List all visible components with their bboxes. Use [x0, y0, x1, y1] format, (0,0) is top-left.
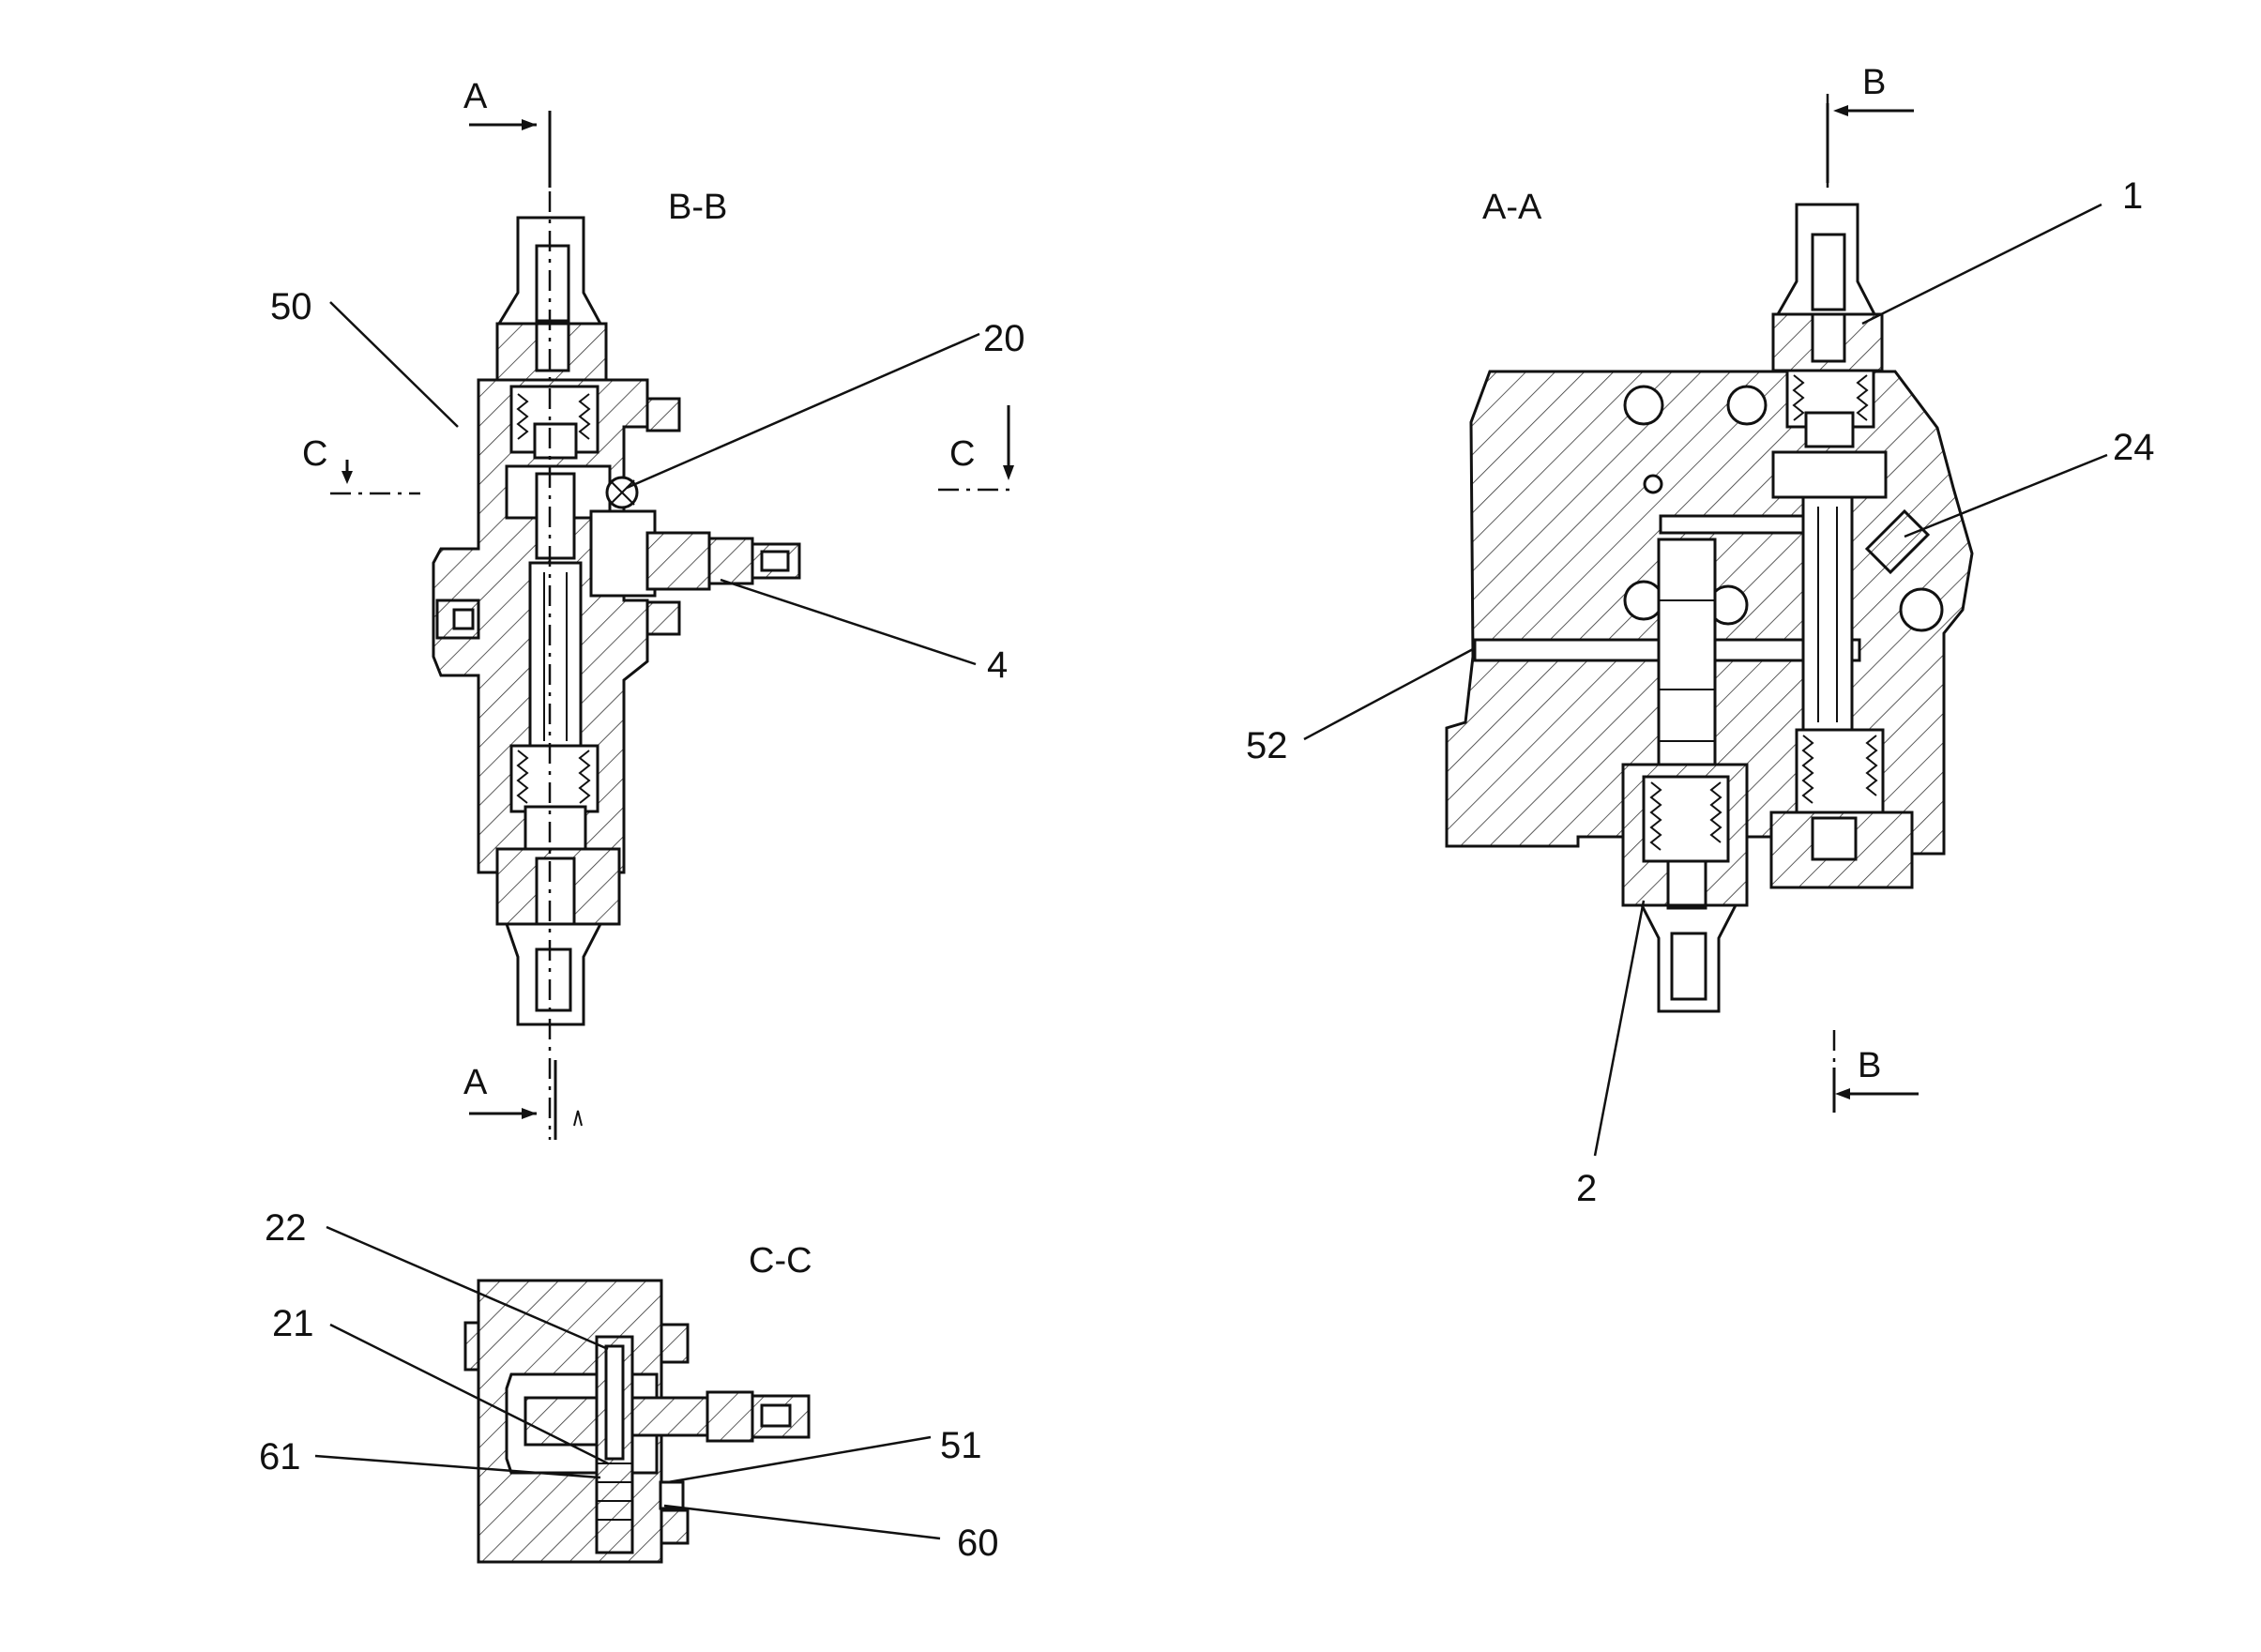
bb-upper-right-plug: [645, 397, 681, 432]
bb-spool-upper: [535, 472, 576, 560]
callout-2: 2: [1576, 1168, 1597, 1209]
aa-port-3: [1623, 580, 1664, 621]
section-a-bottom-label: A: [463, 1063, 488, 1102]
view-aa: A-A: [1246, 63, 2155, 1209]
view-bb: B-B: [270, 77, 1025, 1140]
callout-61: 61: [259, 1436, 301, 1478]
bb-lower-right-plug: [645, 600, 681, 636]
section-a-top-label: A: [463, 77, 488, 116]
callout-50: 50: [270, 286, 312, 327]
cc-right-lug-top: [660, 1323, 690, 1364]
bb-right-fitting: [645, 531, 711, 591]
callout-22: 22: [265, 1207, 307, 1249]
callout-60: 60: [957, 1523, 999, 1564]
section-b-top-label: B: [1862, 63, 1886, 102]
bb-central-bore: [528, 561, 583, 752]
cc-small-fitting: [659, 1480, 685, 1510]
view-bb-title: B-B: [668, 188, 727, 227]
callout-1: 1: [2122, 175, 2143, 217]
aa-bottom-stud-outline: [1639, 903, 1738, 1013]
callout-51: 51: [940, 1425, 982, 1466]
bb-right-chamber: [589, 509, 657, 598]
view-cc: C-C 22 21 61 51 60: [259, 1207, 999, 1564]
section-c-right-label: C: [949, 434, 975, 474]
cc-left-lug: [463, 1321, 480, 1372]
bb-bottom-stud: [535, 947, 572, 1012]
view-cc-title: C-C: [749, 1241, 812, 1281]
aa-port-1: [1623, 385, 1664, 426]
aa-port-2: [1726, 385, 1768, 426]
aa-bottom-stud: [1670, 932, 1707, 1001]
section-c-left-label: C: [302, 434, 327, 474]
bb-bottom-stud-outline: [504, 922, 603, 1026]
callout-20: 20: [983, 318, 1025, 359]
section-b-bottom-label: B: [1858, 1046, 1881, 1085]
callout-21: 21: [272, 1303, 314, 1344]
cc-right-fitting: [630, 1396, 709, 1437]
callout-4: 4: [987, 644, 1008, 686]
callout-52: 52: [1246, 725, 1288, 766]
aa-small-port: [1643, 474, 1663, 494]
cc-right-lug-bottom: [660, 1508, 690, 1545]
aa-left-bore: [1657, 538, 1717, 776]
aa-top-stud: [1811, 233, 1846, 311]
bb-top-stud: [535, 244, 570, 323]
aa-right-bore: [1801, 495, 1854, 734]
aa-angled-fitting: [1864, 508, 1931, 575]
aa-port-5: [1899, 587, 1944, 632]
view-aa-title: A-A: [1482, 188, 1542, 227]
callout-24: 24: [2113, 427, 2155, 468]
